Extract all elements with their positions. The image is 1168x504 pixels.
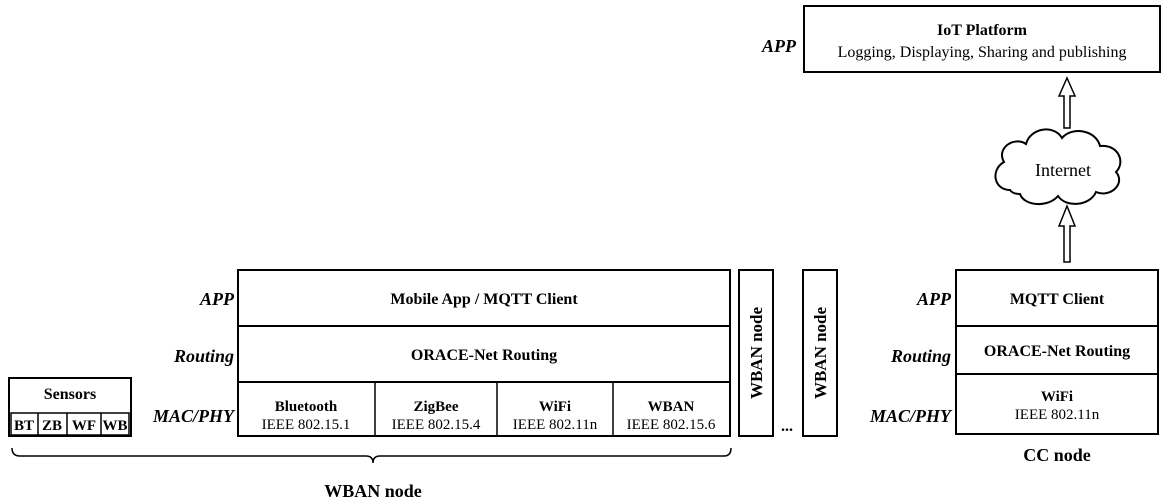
cc-app-label: MQTT Client [1010, 291, 1105, 308]
iot-platform-title: IoT Platform [937, 22, 1028, 39]
cc-macphy-layer-label: MAC/PHY [869, 406, 953, 426]
cc-mac-std: IEEE 802.11n [1015, 407, 1100, 423]
mac-zigbee-name: ZigBee [414, 399, 459, 415]
wban-app-label: Mobile App / MQTT Client [390, 291, 578, 308]
routing-layer-label: Routing [173, 346, 234, 366]
iot-platform-box [803, 5, 1161, 73]
wban-routing-label: ORACE-Net Routing [411, 347, 557, 364]
up-arrow-icon [1057, 203, 1077, 263]
cc-app-layer-label: APP [916, 289, 952, 309]
cc-node-caption: CC node [1023, 445, 1091, 465]
sensors-box [8, 377, 132, 437]
mac-bluetooth-name: Bluetooth [275, 399, 338, 415]
internet-cloud-icon [994, 128, 1122, 205]
mac-zigbee-std: IEEE 802.15.4 [392, 417, 481, 433]
wban-mac-layer [237, 381, 731, 437]
internet-label: Internet [1035, 160, 1091, 180]
iot-platform-subtitle: Logging, Displaying, Sharing and publish… [838, 44, 1127, 61]
cc-app-layer [955, 269, 1159, 327]
app-layer-label: APP [199, 289, 235, 309]
mac-wban-std: IEEE 802.15.6 [627, 417, 716, 433]
sensor-zb: ZB [42, 418, 62, 434]
macphy-layer-label: MAC/PHY [152, 406, 236, 426]
cc-mac-name: WiFi [1041, 389, 1073, 405]
side-wban-node-1-label: WBAN node [747, 307, 766, 400]
sensors-title: Sensors [44, 386, 96, 403]
mac-bluetooth-std: IEEE 802.15.1 [262, 417, 351, 433]
mac-wifi-name: WiFi [539, 399, 571, 415]
side-wban-node-2-label: WBAN node [811, 307, 830, 400]
iot-app-layer-label: APP [761, 36, 797, 56]
cc-routing-layer-label: Routing [890, 346, 951, 366]
ellipsis: ... [781, 418, 793, 435]
up-arrow-icon [1057, 76, 1077, 129]
wban-app-layer [237, 269, 731, 327]
wban-node-brace [11, 447, 732, 464]
cc-routing-label: ORACE-Net Routing [984, 343, 1130, 360]
side-wban-node-1 [738, 269, 774, 437]
sensor-cells [10, 412, 130, 436]
sensor-bt: BT [14, 418, 34, 434]
sensor-wf: WF [72, 418, 96, 434]
mac-wifi-std: IEEE 802.11n [513, 417, 598, 433]
mac-wban-name: WBAN [648, 399, 695, 415]
sensor-wb: WB [102, 418, 127, 434]
wban-node-caption: WBAN node [324, 481, 422, 501]
cc-mac-layer [955, 373, 1159, 435]
side-wban-node-2 [802, 269, 838, 437]
